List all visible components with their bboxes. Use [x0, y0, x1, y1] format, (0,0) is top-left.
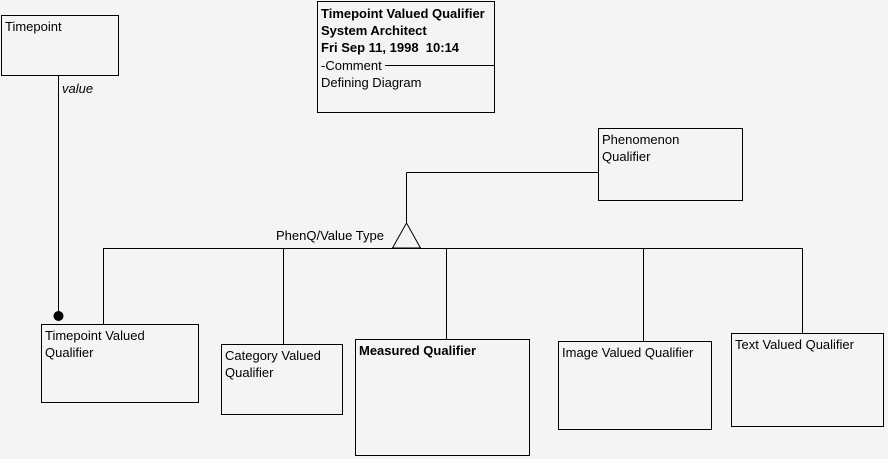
- comment-rule: [384, 65, 494, 66]
- diagram-title-block: Timepoint Valued Qualifier System Archit…: [317, 1, 495, 113]
- value-edge-label: value: [62, 81, 94, 96]
- node-label: Timepoint Valued Qualifier: [45, 328, 145, 360]
- node-category-valued-qualifier[interactable]: Category Valued Qualifier: [221, 344, 343, 415]
- node-phenomenon-qualifier[interactable]: Phenomenon Qualifier: [598, 128, 743, 201]
- node-timepoint-valued-qualifier[interactable]: Timepoint Valued Qualifier: [41, 324, 199, 403]
- comment-label: -Comment: [321, 58, 382, 73]
- diagram-timestamp: Fri Sep 11, 1998 10:14: [321, 40, 460, 55]
- comment-value: Defining Diagram: [321, 75, 422, 90]
- value-edge-dot: [53, 311, 64, 321]
- node-measured-qualifier[interactable]: Measured Qualifier: [355, 339, 530, 456]
- node-label: Text Valued Qualifier: [735, 337, 854, 352]
- node-label: Timepoint: [5, 19, 62, 34]
- node-label: Measured Qualifier: [359, 343, 477, 358]
- node-image-valued-qualifier[interactable]: Image Valued Qualifier: [558, 341, 712, 430]
- node-label: Phenomenon Qualifier: [602, 132, 680, 164]
- subtype-relation-label: PhenQ/Value Type: [276, 228, 384, 243]
- comment-row: -Comment: [321, 57, 494, 74]
- node-label: Category Valued Qualifier: [225, 348, 321, 380]
- subtype-triangle-icon[interactable]: [391, 221, 422, 249]
- diagram-title: Timepoint Valued Qualifier: [321, 6, 485, 21]
- node-text-valued-qualifier[interactable]: Text Valued Qualifier: [731, 333, 884, 427]
- application-name: System Architect: [321, 23, 427, 38]
- node-timepoint[interactable]: Timepoint: [1, 15, 119, 76]
- node-label: Image Valued Qualifier: [562, 345, 694, 360]
